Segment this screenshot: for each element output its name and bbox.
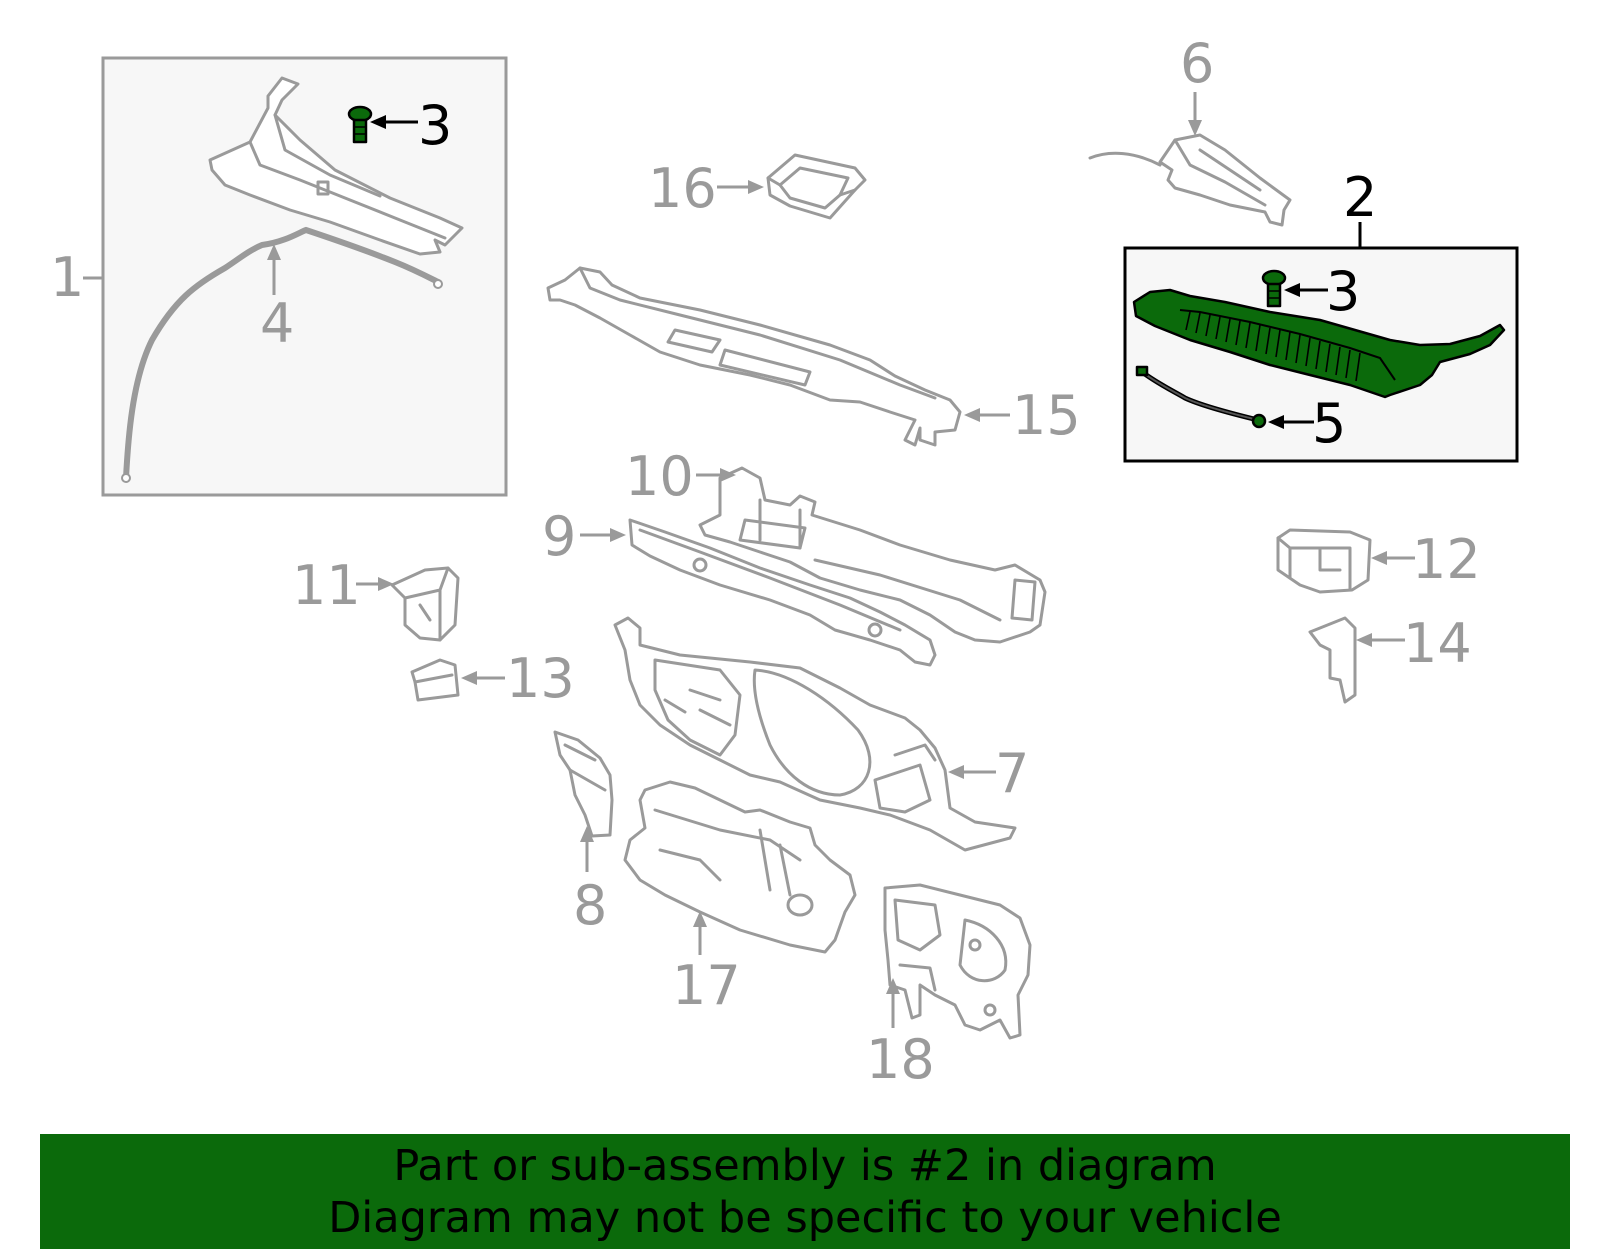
callout-11: 11 (292, 554, 361, 617)
callout-18: 18 (866, 1028, 935, 1091)
part-11-bracket (390, 566, 460, 642)
part-12-bracket (1276, 528, 1372, 594)
assembly-1-box (101, 56, 508, 497)
callout-6: 6 (1180, 32, 1214, 95)
callout-2: 2 (1343, 166, 1377, 229)
part-14-bracket (1308, 616, 1357, 704)
callout-10: 10 (625, 445, 694, 508)
callout-12: 12 (1412, 528, 1481, 591)
callout-5: 5 (1312, 392, 1346, 455)
callout-4: 4 (260, 292, 294, 355)
banner-line-2: Diagram may not be specific to your vehi… (328, 1192, 1282, 1243)
part-8-insulator (553, 730, 614, 838)
part-16-bracket (766, 153, 867, 220)
part-10-cowl-upper (698, 466, 1047, 644)
callout-15: 15 (1012, 384, 1081, 447)
part-1-cowl-panel (208, 76, 464, 256)
part-18-insulator (883, 883, 1032, 1040)
part-13-bracket (410, 658, 460, 702)
info-banner: Part or sub-assembly is #2 in diagram Di… (40, 1134, 1570, 1249)
part-9-cowl-lower (628, 518, 937, 667)
part-3-clip-right (1261, 269, 1287, 308)
leader-lines (83, 92, 1415, 1028)
banner-line-1: Part or sub-assembly is #2 in diagram (393, 1140, 1217, 1191)
part-4-hose (121, 226, 443, 483)
part-3-clip-left (347, 105, 373, 144)
callout-8: 8 (573, 874, 607, 937)
callout-17: 17 (672, 954, 741, 1017)
part-15-cowl-brace (546, 266, 962, 447)
callout-13: 13 (506, 647, 575, 710)
callout-3-left: 3 (418, 94, 452, 157)
callout-14: 14 (1403, 612, 1472, 675)
callout-16: 16 (648, 157, 717, 220)
callout-3-right: 3 (1326, 260, 1360, 323)
part-7-dash-panel (613, 616, 1017, 852)
callout-9: 9 (542, 505, 576, 568)
callout-1: 1 (50, 246, 84, 309)
callout-labels: 1 3 4 2 3 5 6 16 15 10 9 11 13 12 14 7 8… (50, 32, 1481, 1091)
part-2-cowl-panel-highlighted (1132, 288, 1506, 399)
part-17-insulator (623, 780, 857, 954)
callout-7: 7 (995, 742, 1029, 805)
part-6-panel-with-hose (1088, 133, 1292, 227)
part-5-hose (1135, 365, 1267, 429)
